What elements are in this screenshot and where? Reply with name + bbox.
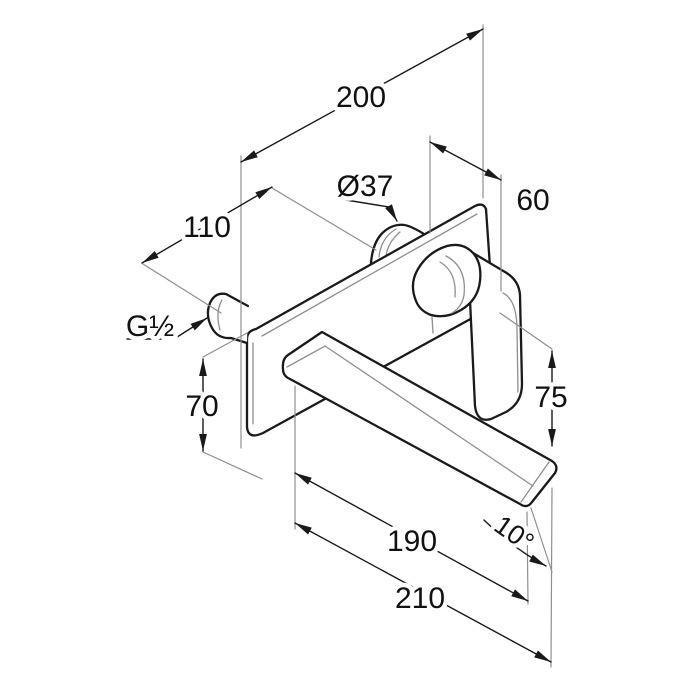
dome-highlight-icon bbox=[378, 228, 397, 258]
dim-label-10deg: 10° bbox=[489, 510, 540, 558]
cap-highlight-icon bbox=[439, 261, 456, 298]
dim-label-g-half: G½ bbox=[126, 310, 174, 343]
dome-highlight-icon bbox=[385, 231, 401, 257]
ext-70-bottom bbox=[202, 451, 263, 480]
dim-line-110 bbox=[141, 186, 273, 264]
ext-110-left bbox=[142, 263, 222, 314]
ext-210-right bbox=[550, 487, 553, 668]
leader-diameter-37 bbox=[345, 199, 398, 222]
stub-highlight-icon bbox=[217, 299, 223, 331]
angle-arc-10deg bbox=[483, 519, 547, 567]
cartridge-dome bbox=[369, 223, 430, 265]
ext-75-top bbox=[499, 312, 553, 350]
ext-110-right bbox=[271, 187, 377, 251]
dim-label-diameter-37: Ø37 bbox=[337, 170, 394, 203]
faucet-fixture bbox=[206, 203, 558, 508]
cap-highlight-icon bbox=[445, 255, 466, 314]
grip-highlight-icon bbox=[502, 292, 519, 393]
spout-edge-highlight-icon bbox=[286, 345, 534, 487]
dim-line-60 bbox=[429, 141, 502, 181]
plate-edge-highlight-icon bbox=[261, 213, 478, 337]
leader-g-half bbox=[126, 317, 208, 340]
dim-label-70: 70 bbox=[185, 390, 218, 423]
dim-label-75: 75 bbox=[534, 381, 567, 414]
dim-label-200: 200 bbox=[336, 81, 386, 114]
dim-line-200 bbox=[240, 28, 484, 163]
dimension-lines bbox=[126, 28, 556, 663]
dim-label-190: 190 bbox=[387, 525, 437, 558]
dim-label-110: 110 bbox=[183, 211, 231, 244]
dim-line-210 bbox=[294, 522, 552, 663]
ext-70-top bbox=[202, 332, 248, 358]
spout bbox=[281, 330, 558, 508]
dim-label-60: 60 bbox=[516, 184, 549, 217]
dim-label-210: 210 bbox=[395, 582, 445, 615]
handle-neck-icon bbox=[431, 316, 434, 334]
inlet-stub bbox=[206, 292, 250, 345]
